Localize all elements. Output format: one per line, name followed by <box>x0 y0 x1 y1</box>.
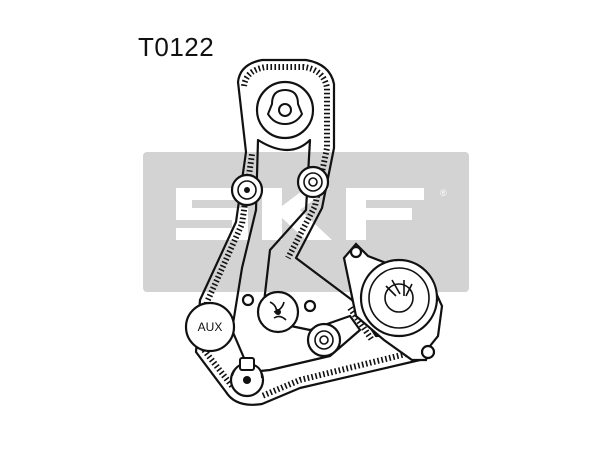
aux-pulley: AUX <box>184 301 236 353</box>
aux-label: AUX <box>198 320 223 334</box>
camshaft-sprocket <box>255 80 315 140</box>
idler-pulley-left <box>230 173 264 207</box>
idler-pulley-lower <box>306 322 342 358</box>
water-pump-pulley <box>342 242 444 362</box>
tensioner-pulley <box>241 290 317 334</box>
svg-text:®: ® <box>440 188 447 198</box>
part-code-title: T0122 <box>138 32 215 62</box>
idler-pulley-right <box>296 165 330 199</box>
crankshaft-sprocket <box>229 357 265 398</box>
